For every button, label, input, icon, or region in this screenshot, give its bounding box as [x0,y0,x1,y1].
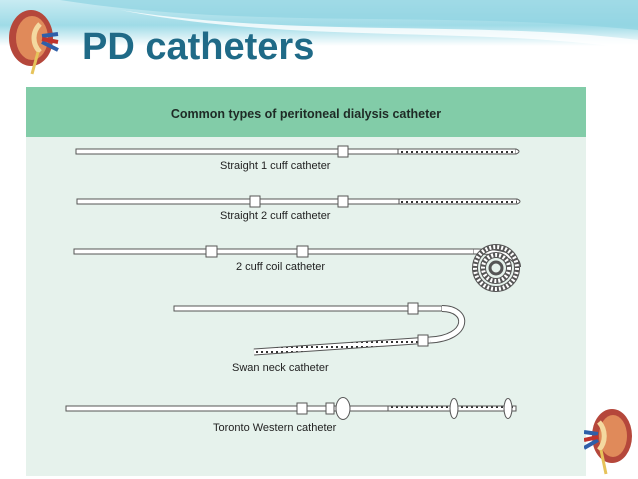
kidney-icon [9,10,59,75]
cuff [337,195,349,208]
silicone-disc [449,398,459,419]
flange [335,397,351,420]
catheter-label: Toronto Western catheter [213,422,337,434]
title-banner [0,0,638,46]
cuff [337,145,349,158]
catheter-label: Swan neck catheter [232,362,329,374]
swan-neck-catheter [173,302,465,356]
cuff [417,334,429,347]
catheter-label: Straight 2 cuff catheter [220,210,331,222]
figure-header: Common types of peritoneal dialysis cath… [26,87,586,137]
banner-wave-graphic [60,0,638,46]
kidney-icon [584,409,632,475]
coil-2-cuff-catheter [73,244,521,292]
silicone-disc [503,398,513,419]
straight-2-cuff-catheter [76,195,521,208]
cuff [296,402,308,415]
catheter-label: Straight 1 cuff catheter [220,160,331,172]
cuff [249,195,261,208]
figure-heading: Common types of peritoneal dialysis cath… [170,107,442,121]
cuff [296,245,309,258]
straight-1-cuff-catheter [75,145,520,158]
toronto-western-catheter [65,397,517,420]
slide-title: PD catheters [82,26,315,68]
catheter-label: 2 cuff coil catheter [236,261,326,273]
cuff [407,302,419,315]
cuff [205,245,218,258]
bead [325,402,335,415]
